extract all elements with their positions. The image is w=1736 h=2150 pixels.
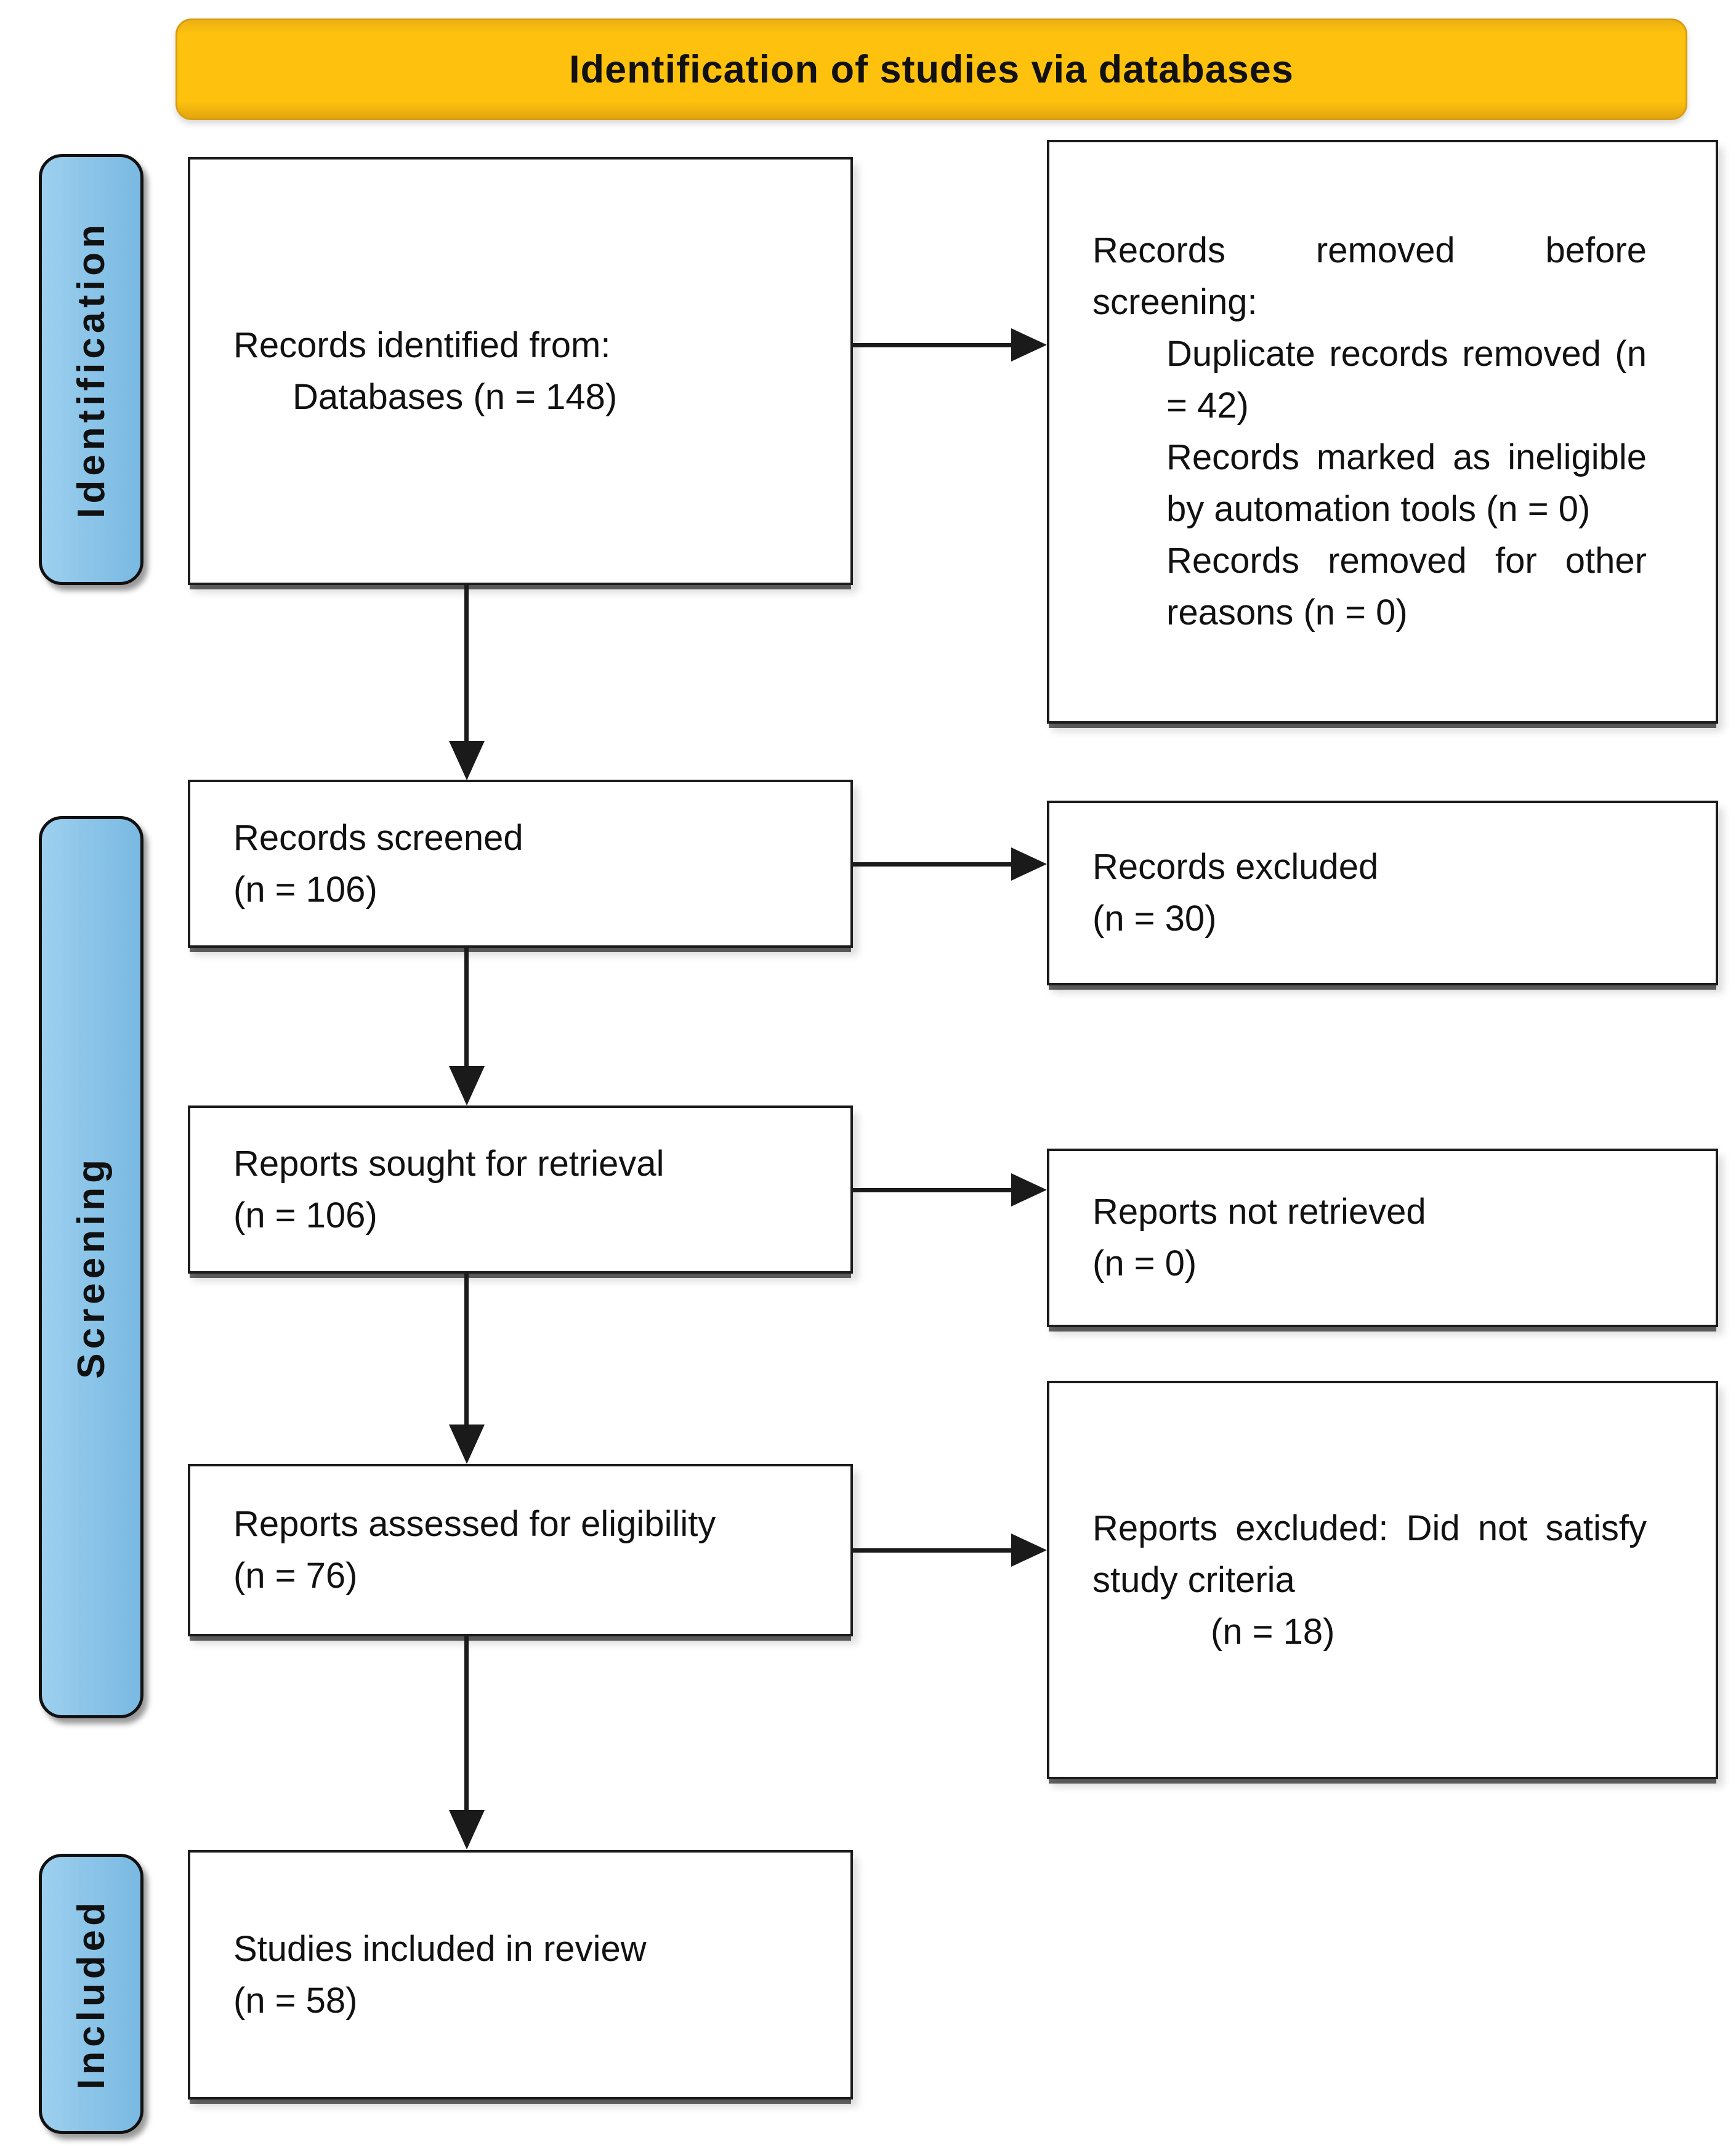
box-reports-sought-for-retrieval: Reports sought for retrieval(n = 106): [188, 1105, 853, 1274]
arrow-right-head-icon: [1011, 847, 1047, 881]
box-records-removed-before-screening: Records removed before screening:Duplica…: [1047, 140, 1718, 724]
arrow-right-icon: [853, 862, 1013, 867]
arrow-down-icon: [464, 948, 469, 1068]
arrow-right-head-icon: [1011, 328, 1047, 362]
box-reports-assessed-for-eligibility: Reports assessed for eligibility(n = 76): [188, 1464, 853, 1636]
arrow-down-head-icon: [449, 1066, 485, 1105]
arrow-down-icon: [464, 585, 469, 744]
box-reports-excluded: Reports excluded: Did not satisfy study …: [1047, 1381, 1718, 1779]
box-studies-included-in-review: Studies included in review(n = 58): [188, 1850, 853, 2099]
arrow-right-head-icon: [1011, 1534, 1047, 1567]
arrow-down-icon: [464, 1274, 469, 1426]
banner: Identification of studies via databases: [176, 18, 1687, 120]
phase-tab-screening: Screening: [39, 816, 143, 1718]
arrow-right-icon: [853, 343, 1013, 347]
arrow-right-icon: [853, 1548, 1013, 1553]
box-reports-not-retrieved: Reports not retrieved(n = 0): [1047, 1149, 1718, 1327]
arrow-down-head-icon: [449, 1810, 485, 1849]
arrow-right-icon: [853, 1188, 1013, 1192]
arrow-down-head-icon: [449, 741, 485, 780]
box-records-screened: Records screened(n = 106): [188, 780, 853, 948]
box-records-identified: Records identified from:Databases (n = 1…: [188, 157, 853, 585]
box-records-excluded: Records excluded(n = 30): [1047, 801, 1718, 985]
arrow-right-head-icon: [1011, 1173, 1047, 1206]
phase-tab-included-label: Included: [70, 1898, 113, 2090]
phase-tab-screening-label: Screening: [70, 1155, 113, 1379]
phase-tab-included: Included: [39, 1854, 143, 2134]
arrow-down-icon: [464, 1636, 469, 1812]
phase-tab-identification: Identification: [39, 154, 143, 585]
phase-tab-identification-label: Identification: [70, 220, 113, 519]
arrow-down-head-icon: [449, 1425, 485, 1464]
banner-title: Identification of studies via databases: [569, 47, 1294, 91]
